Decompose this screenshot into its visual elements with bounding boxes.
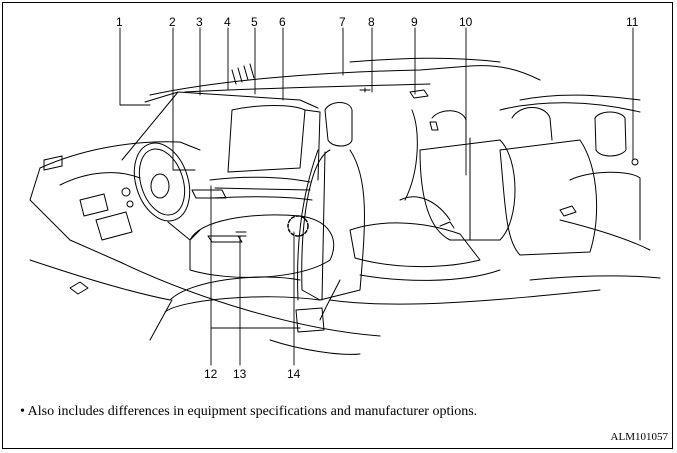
highlight-circle <box>287 215 309 237</box>
roof-outline <box>149 57 641 113</box>
rear-seats <box>349 107 597 281</box>
callout-6: 6 <box>279 15 286 29</box>
callout-9: 9 <box>411 15 418 29</box>
callout-12: 12 <box>204 367 218 381</box>
cargo-area <box>529 111 661 281</box>
floor <box>119 261 601 355</box>
callout-1: 1 <box>116 15 123 29</box>
callout-10: 10 <box>459 15 473 29</box>
callout-7: 7 <box>339 15 346 29</box>
callout-11: 11 <box>626 15 639 29</box>
callout-14: 14 <box>287 367 301 381</box>
callout-3: 3 <box>196 15 203 29</box>
steering-wheel <box>133 142 201 241</box>
dashboard <box>29 141 201 301</box>
front-seat <box>149 214 335 341</box>
leader-1 <box>119 27 151 106</box>
leader-2 <box>172 27 196 171</box>
figure-code: ALM101057 <box>610 431 668 443</box>
figure-frame <box>2 2 673 449</box>
footnote: • Also includes differences in equipment… <box>20 404 478 419</box>
windshield-and-door <box>121 91 439 201</box>
passenger-seat <box>295 102 365 333</box>
callout-4: 4 <box>224 15 231 29</box>
callout-2: 2 <box>169 15 176 29</box>
callout-8: 8 <box>368 15 375 29</box>
callout-13: 13 <box>233 367 247 381</box>
callout-5: 5 <box>251 15 258 29</box>
leader-lines <box>119 27 634 366</box>
